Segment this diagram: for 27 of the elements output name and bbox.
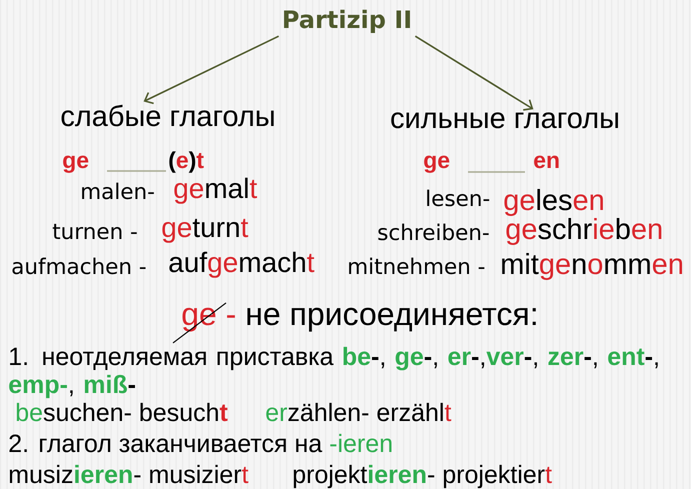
participle-text: aufgemacht [169, 252, 314, 278]
category-heading: слабые глаголы [62, 104, 274, 126]
rule-text: 2. глагол заканчивается на -ieren [9, 434, 392, 452]
example-text: besuchen- besucht [16, 402, 228, 422]
pattern-text: en [534, 156, 559, 168]
participle-text: gelesen [504, 188, 603, 216]
participle-text: gemalt [174, 178, 258, 204]
verb-text: schreiben- [378, 224, 489, 240]
example-text: erzählen- erzählt [266, 402, 452, 422]
arrow [144, 35, 280, 104]
example-text: musizieren- musiziert [10, 464, 248, 484]
participle-text: geturnt [162, 218, 248, 243]
arrow [414, 36, 534, 111]
title-text: Partizip II [284, 10, 410, 33]
verb-text: turnen - [52, 224, 137, 240]
category-heading: сильные глаголы [391, 112, 618, 128]
pattern-text: ge [63, 156, 88, 173]
verb-text: mitnehmen - [349, 258, 484, 274]
rule-text: 1. неотделяемая приставка be-, ge-, er-,ver-, zer-, ent-, emp-, miß- [9, 346, 658, 398]
example-text: projektieren- projektiert [294, 464, 552, 488]
verb-text: lesen- [427, 190, 490, 206]
verb-text: malen- [82, 182, 154, 200]
participle-text: mitgenommen [502, 252, 682, 280]
verb-text: aufmachen - [12, 258, 146, 274]
participle-text: geschrieben [506, 218, 662, 246]
pattern-text: ge [424, 156, 450, 173]
pattern-text: (e)t [169, 151, 204, 173]
